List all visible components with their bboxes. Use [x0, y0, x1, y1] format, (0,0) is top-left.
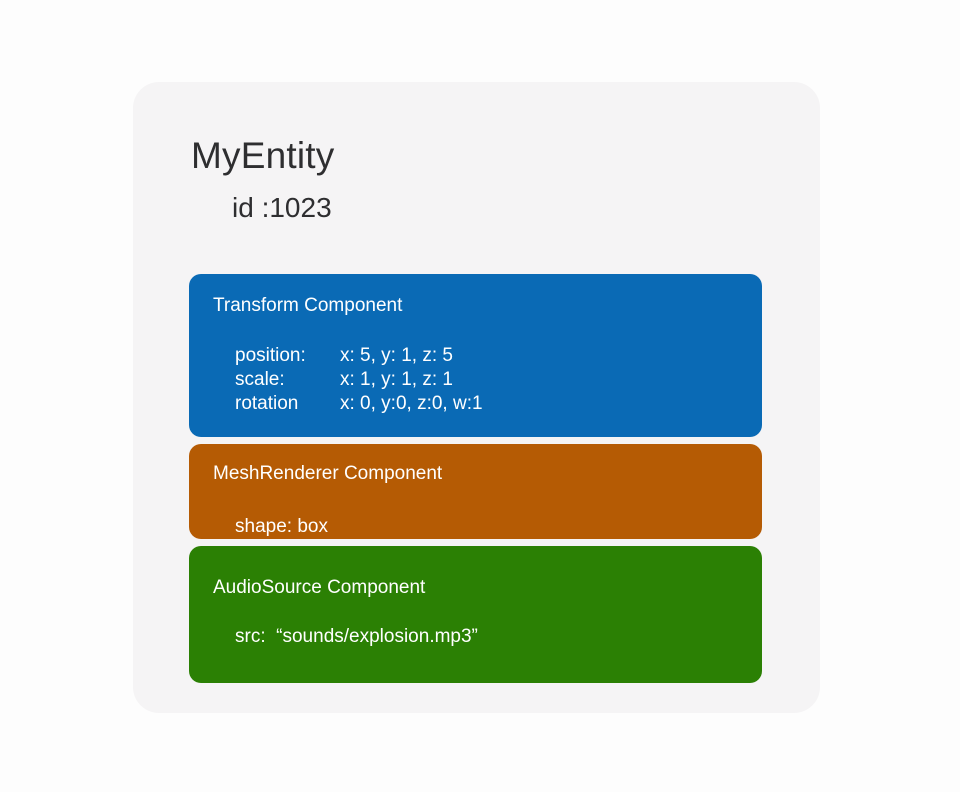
property-label-position: position:	[235, 345, 306, 366]
audiosource-component-box: AudioSource Component src: “sounds/explo…	[189, 546, 762, 683]
property-shape: shape: box	[235, 516, 328, 537]
entity-card: MyEntity id :1023 Transform Component po…	[133, 82, 820, 713]
component-list: Transform Component position: x: 5, y: 1…	[189, 274, 762, 683]
property-src: src: “sounds/explosion.mp3”	[235, 626, 478, 647]
meshrenderer-component-box: MeshRenderer Component shape: box	[189, 444, 762, 539]
entity-id: id :1023	[232, 192, 332, 223]
transform-properties: position: x: 5, y: 1, z: 5 scale: x: 1, …	[235, 344, 746, 416]
property-value-rotation: x: 0, y:0, z:0, w:1	[340, 393, 483, 414]
transform-component-box: Transform Component position: x: 5, y: 1…	[189, 274, 762, 437]
property-label-scale: scale:	[235, 369, 285, 390]
transform-component-header: Transform Component	[213, 295, 403, 316]
meshrenderer-component-header: MeshRenderer Component	[213, 463, 443, 484]
entity-title: MyEntity	[191, 135, 335, 176]
audiosource-component-header: AudioSource Component	[213, 577, 426, 598]
property-label-rotation: rotation	[235, 393, 299, 414]
property-value-position: x: 5, y: 1, z: 5	[340, 345, 453, 366]
property-value-scale: x: 1, y: 1, z: 1	[340, 369, 453, 390]
